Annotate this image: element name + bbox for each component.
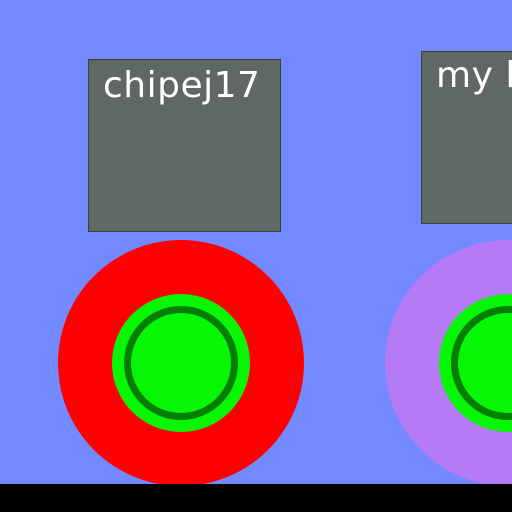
token-ring-icon <box>124 306 238 420</box>
player-name-label: my l <box>436 55 512 96</box>
player-name-label: chipej17 <box>103 65 261 106</box>
player-name-card: chipej17 <box>88 59 281 232</box>
player-disc-icon[interactable] <box>385 240 512 484</box>
player-name-card: my l <box>421 51 512 224</box>
player-disc-icon[interactable] <box>58 240 304 484</box>
game-board: chipej17 my l <box>0 0 512 484</box>
bottom-bar <box>0 484 512 512</box>
